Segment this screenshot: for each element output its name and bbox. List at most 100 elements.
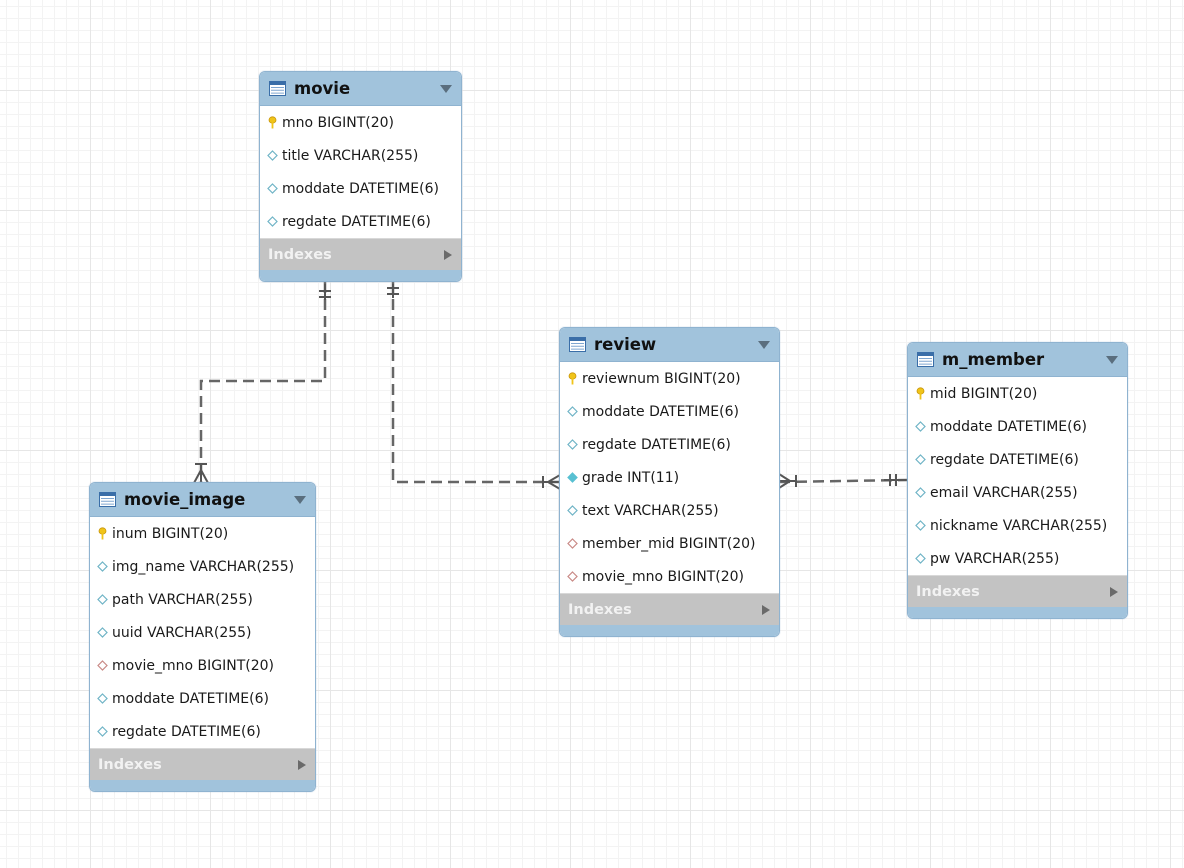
diamond-icon	[567, 406, 578, 417]
triangle-right-icon[interactable]	[443, 249, 453, 261]
column-label: path VARCHAR(255)	[112, 591, 253, 608]
column-label: moddate DATETIME(6)	[930, 418, 1087, 435]
column-row[interactable]: moddate DATETIME(6)	[560, 395, 779, 428]
rel-movie-movie-image[interactable]	[199, 282, 327, 484]
column-row[interactable]: uuid VARCHAR(255)	[90, 616, 315, 649]
column-label: nickname VARCHAR(255)	[930, 517, 1108, 534]
column-label: moddate DATETIME(6)	[582, 403, 739, 420]
rel-movie-review[interactable]	[391, 282, 561, 484]
diamond-icon	[97, 660, 108, 671]
entity-footer	[90, 780, 315, 791]
column-row[interactable]: inum BIGINT(20)	[90, 517, 315, 550]
column-label: regdate DATETIME(6)	[930, 451, 1079, 468]
diamond-icon	[97, 693, 108, 704]
entity-movie[interactable]: movie mno BIGINT(20) title VARCHAR(255) mod…	[259, 71, 462, 282]
column-label: regdate DATETIME(6)	[282, 213, 431, 230]
diamond-icon	[97, 627, 108, 638]
entity-header[interactable]: m_member	[908, 343, 1127, 377]
column-row[interactable]: grade INT(11)	[560, 461, 779, 494]
column-label: reviewnum BIGINT(20)	[582, 370, 741, 387]
indexes-label: Indexes	[916, 583, 980, 600]
column-label: moddate DATETIME(6)	[112, 690, 269, 707]
diamond-icon	[567, 439, 578, 450]
column-row[interactable]: moddate DATETIME(6)	[260, 172, 461, 205]
triangle-down-icon[interactable]	[439, 84, 453, 94]
diamond-icon	[915, 487, 926, 498]
indexes-label: Indexes	[268, 246, 332, 263]
diamond-icon	[97, 594, 108, 605]
triangle-right-icon[interactable]	[1109, 586, 1119, 598]
column-row[interactable]: text VARCHAR(255)	[560, 494, 779, 527]
entity-title: movie	[294, 79, 351, 98]
triangle-right-icon[interactable]	[761, 604, 771, 616]
column-row[interactable]: img_name VARCHAR(255)	[90, 550, 315, 583]
key-icon	[268, 116, 277, 129]
column-label: movie_mno BIGINT(20)	[582, 568, 744, 585]
column-row[interactable]: regdate DATETIME(6)	[560, 428, 779, 461]
diamond-icon	[567, 505, 578, 516]
column-label: regdate DATETIME(6)	[112, 723, 261, 740]
column-label: title VARCHAR(255)	[282, 147, 419, 164]
column-row[interactable]: path VARCHAR(255)	[90, 583, 315, 616]
triangle-down-icon[interactable]	[1105, 355, 1119, 365]
diamond-icon	[267, 216, 278, 227]
column-row[interactable]: regdate DATETIME(6)	[90, 715, 315, 748]
diamond-icon	[267, 150, 278, 161]
column-label: text VARCHAR(255)	[582, 502, 719, 519]
diamond-icon	[97, 561, 108, 572]
indexes-label: Indexes	[568, 601, 632, 618]
entity-footer	[260, 270, 461, 281]
entity-header[interactable]: movie	[260, 72, 461, 106]
column-label: img_name VARCHAR(255)	[112, 558, 295, 575]
one-only-marker	[387, 284, 399, 298]
triangle-down-icon[interactable]	[757, 340, 771, 350]
column-row[interactable]: nickname VARCHAR(255)	[908, 509, 1127, 542]
column-row[interactable]: reviewnum BIGINT(20)	[560, 362, 779, 395]
one-only-marker	[884, 474, 907, 486]
column-row[interactable]: pw VARCHAR(255)	[908, 542, 1127, 575]
column-row[interactable]: email VARCHAR(255)	[908, 476, 1127, 509]
column-label: uuid VARCHAR(255)	[112, 624, 252, 641]
indexes-section[interactable]: Indexes	[560, 593, 779, 625]
table-icon	[569, 337, 586, 352]
entity-header[interactable]: movie_image	[90, 483, 315, 517]
triangle-right-icon[interactable]	[297, 759, 307, 771]
column-row[interactable]: movie_mno BIGINT(20)	[90, 649, 315, 682]
column-label: inum BIGINT(20)	[112, 525, 229, 542]
column-row[interactable]: mno BIGINT(20)	[260, 106, 461, 139]
diamond-icon	[915, 454, 926, 465]
column-row[interactable]: mid BIGINT(20)	[908, 377, 1127, 410]
indexes-section[interactable]: Indexes	[908, 575, 1127, 607]
diamond-icon	[915, 421, 926, 432]
indexes-section[interactable]: Indexes	[260, 238, 461, 270]
column-row[interactable]: title VARCHAR(255)	[260, 139, 461, 172]
column-label: moddate DATETIME(6)	[282, 180, 439, 197]
entity-title: movie_image	[124, 490, 246, 509]
crow-foot-marker	[542, 474, 561, 490]
key-icon	[568, 372, 577, 385]
table-icon	[269, 81, 286, 96]
column-row[interactable]: moddate DATETIME(6)	[908, 410, 1127, 443]
indexes-section[interactable]: Indexes	[90, 748, 315, 780]
column-label: member_mid BIGINT(20)	[582, 535, 756, 552]
diamond-icon	[567, 472, 578, 483]
column-row[interactable]: movie_mno BIGINT(20)	[560, 560, 779, 593]
column-label: email VARCHAR(255)	[930, 484, 1078, 501]
column-row[interactable]: moddate DATETIME(6)	[90, 682, 315, 715]
table-icon	[99, 492, 116, 507]
entity-title: review	[594, 335, 657, 354]
key-icon	[98, 527, 107, 540]
column-row[interactable]: member_mid BIGINT(20)	[560, 527, 779, 560]
triangle-down-icon[interactable]	[293, 495, 307, 505]
column-row[interactable]: regdate DATETIME(6)	[908, 443, 1127, 476]
column-label: mno BIGINT(20)	[282, 114, 394, 131]
entity-review[interactable]: review reviewnum BIGINT(20) moddate DATETI…	[559, 327, 780, 637]
diamond-icon	[915, 553, 926, 564]
column-row[interactable]: regdate DATETIME(6)	[260, 205, 461, 238]
entity-header[interactable]: review	[560, 328, 779, 362]
entity-footer	[908, 607, 1127, 618]
